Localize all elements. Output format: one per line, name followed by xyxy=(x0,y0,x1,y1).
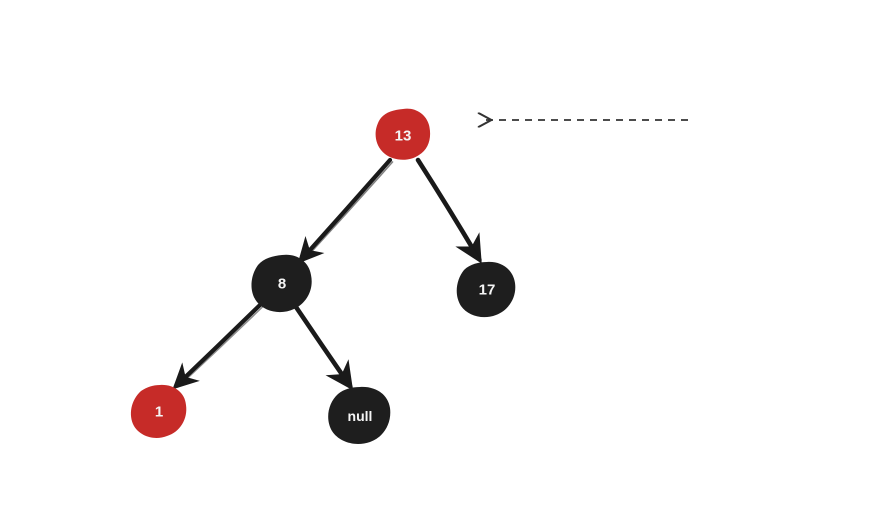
node-null-shape xyxy=(328,386,391,444)
tree-node-17[interactable]: 17 xyxy=(456,261,516,318)
edges-group xyxy=(172,157,482,391)
node-1-shape xyxy=(130,384,187,438)
edge-13-to-8 xyxy=(297,157,394,264)
node-8-shape xyxy=(251,254,312,313)
nodes-group: 13 8 17 1 null xyxy=(130,108,516,444)
tree-node-13[interactable]: 13 xyxy=(375,108,431,160)
tree-node-1[interactable]: 1 xyxy=(130,384,187,438)
tree-node-8[interactable]: 8 xyxy=(251,254,312,313)
edge-8-to-null xyxy=(293,304,354,391)
edge-13-to-17 xyxy=(415,157,482,264)
node-17-shape xyxy=(456,261,516,318)
node-13-shape xyxy=(375,108,431,160)
edge-8-to-1 xyxy=(172,300,265,390)
tree-node-null[interactable]: null xyxy=(328,386,391,444)
